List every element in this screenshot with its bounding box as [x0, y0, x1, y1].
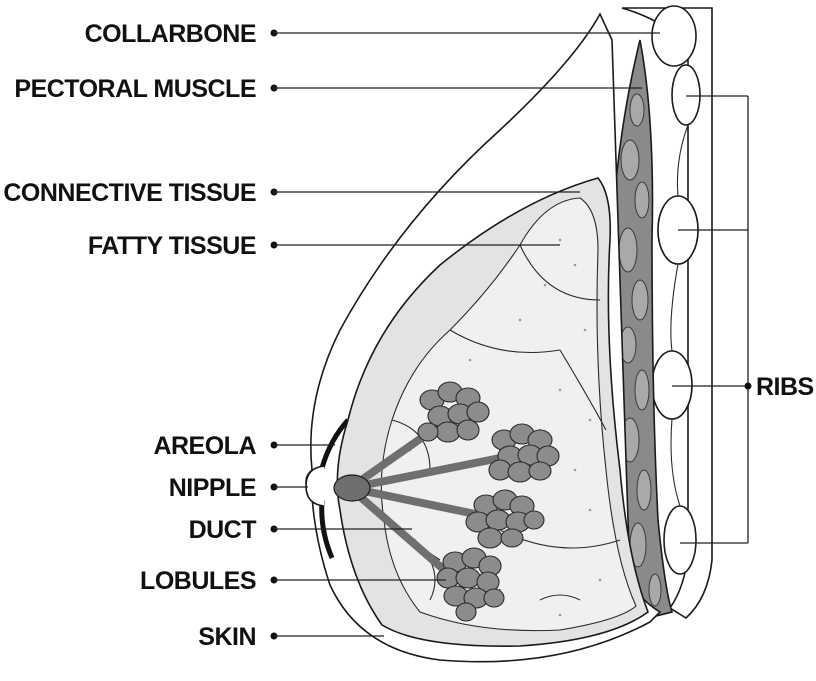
label-nipple: NIPPLE: [169, 474, 256, 502]
label-duct: DUCT: [189, 516, 257, 544]
label-lobules: LOBULES: [140, 567, 256, 595]
label-fatty-tissue: FATTY TISSUE: [88, 232, 256, 260]
leader-skin: [271, 633, 385, 640]
lobule-cluster-middle: [489, 424, 559, 482]
label-areola: AREOLA: [153, 432, 256, 460]
leader-nipple: [271, 484, 309, 491]
label-skin: SKIN: [198, 623, 256, 651]
label-ribs: RIBS: [756, 373, 814, 401]
label-collarbone: COLLARBONE: [85, 20, 256, 48]
label-connective-tissue: CONNECTIVE TISSUE: [3, 179, 256, 207]
duct-sinus: [334, 475, 370, 501]
label-pectoral-muscle: PECTORAL MUSCLE: [14, 75, 256, 103]
